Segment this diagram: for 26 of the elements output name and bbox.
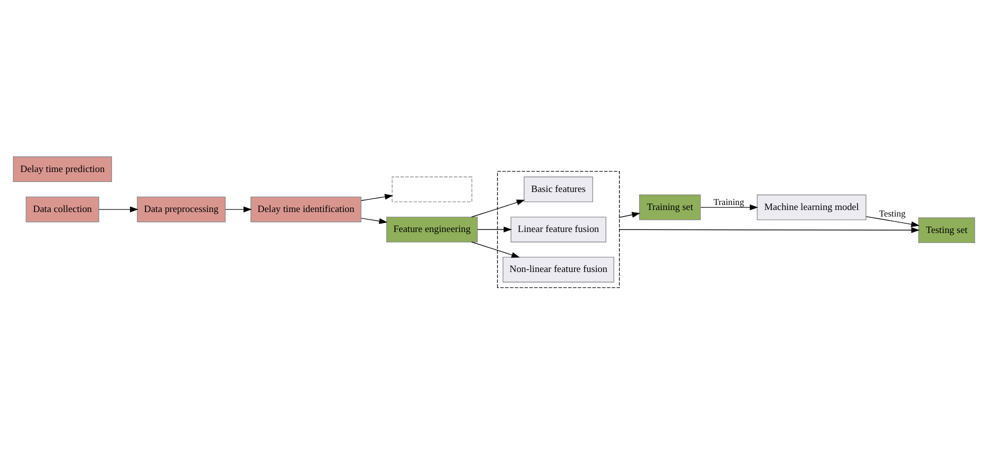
node-box: Basic features [524,176,594,202]
node-box: Machine learning model [756,194,866,220]
arrow [866,216,920,228]
edge-label: Training [713,196,744,207]
node-box [392,176,472,202]
arrow [477,226,512,232]
arrow [98,206,138,212]
edge-label: Testing [879,208,906,219]
node-box: Testing set [918,217,976,244]
arrow [224,206,252,212]
arrow [619,227,920,234]
node-box: Linear feature fusion [510,216,606,242]
node-box: Delay time identification [250,196,362,222]
arrow [619,212,640,218]
node-box: Non-linear feature fusion [502,256,614,282]
node-box: Delay time prediction [12,156,112,182]
node-box: Data collection [26,196,100,222]
node-box: Feature engineering [386,216,478,242]
arrow [360,218,388,224]
arrow [471,242,520,258]
arrow [471,200,525,218]
node-box: Training set [639,194,701,220]
arrow [360,194,394,201]
node-box: Data preprocessing [136,196,226,222]
cluster [497,170,620,288]
arrow [700,204,758,210]
